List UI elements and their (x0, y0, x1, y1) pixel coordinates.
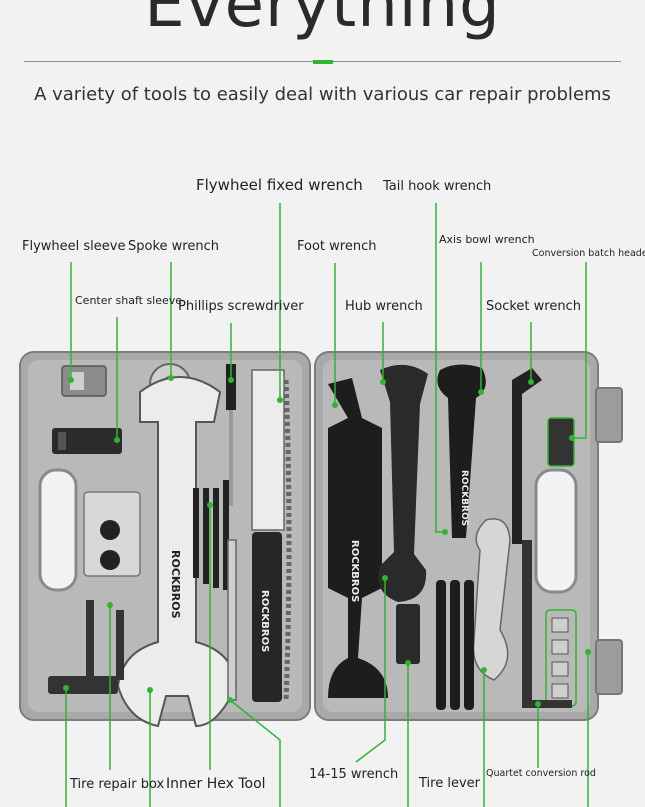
callout-leaders (65, 203, 589, 807)
adjustable-wrench-tool (472, 518, 511, 681)
label-axis-bowl-wrench: Axis bowl wrench (439, 233, 535, 246)
brand-mark-1: ROCKBROS (169, 550, 182, 619)
label-tail-hook-wrench: Tail hook wrench (383, 179, 492, 194)
case-handle-left (38, 468, 78, 592)
label-quartet-conversion-rod: Quartet conversion rod (486, 768, 596, 779)
chain-whip-tool (252, 532, 282, 702)
callout-dots (63, 375, 591, 707)
phillips-screwdriver-tool (226, 364, 236, 410)
inner-hex-tool (227, 539, 237, 701)
label-socket-wrench: Socket wrench (486, 299, 581, 314)
label-tire-lever: Tire lever (419, 776, 480, 791)
socket-tool (396, 604, 420, 664)
brand-mark-4: ROCKBROS (459, 470, 469, 526)
label-spoke-wrench: Spoke wrench (128, 239, 219, 254)
quartet-conversion-rod-tool (522, 540, 572, 708)
label-phillips-screwdriver: Phillips screwdriver (178, 299, 304, 314)
label-14-15-wrench: 14-15 wrench (309, 767, 399, 782)
label-inner-hex-tool: Inner Hex Tool (166, 776, 266, 792)
label-center-shaft-sleeve: Center shaft sleeve (75, 294, 183, 307)
label-flywheel-sleeve: Flywheel sleeve (22, 239, 126, 254)
headline: Everything (144, 0, 501, 42)
hinge-top (595, 387, 623, 443)
quartet-conversion-sockets (545, 609, 577, 707)
conversion-batch-header-tool (547, 417, 575, 467)
foot-wrench-tool (328, 378, 388, 698)
label-hub-wrench: Hub wrench (345, 299, 423, 314)
brand-mark-2: ROCKBROS (259, 590, 270, 652)
center-shaft-sleeve-tool (52, 428, 122, 454)
label-flywheel-fixed-wrench: Flywheel fixed wrench (196, 176, 363, 194)
label-foot-wrench: Foot wrench (297, 239, 377, 254)
hinge-bottom (595, 639, 623, 695)
brand-mark-3: ROCKBROS (349, 540, 360, 602)
axis-bowl-wrench-tool (437, 364, 486, 538)
label-conversion-batch-header: Conversion batch header (532, 248, 645, 259)
hub-wrench-tool (378, 364, 428, 602)
case-handle-right (534, 468, 578, 594)
divider-accent (313, 60, 333, 64)
label-tire-repair-box: Tire repair box (70, 777, 165, 792)
subtitle: A variety of tools to easily deal with v… (34, 84, 611, 105)
socket-wrench-tool (512, 368, 542, 544)
tire-lever-tool (436, 580, 474, 710)
hex-key-set (193, 480, 229, 590)
